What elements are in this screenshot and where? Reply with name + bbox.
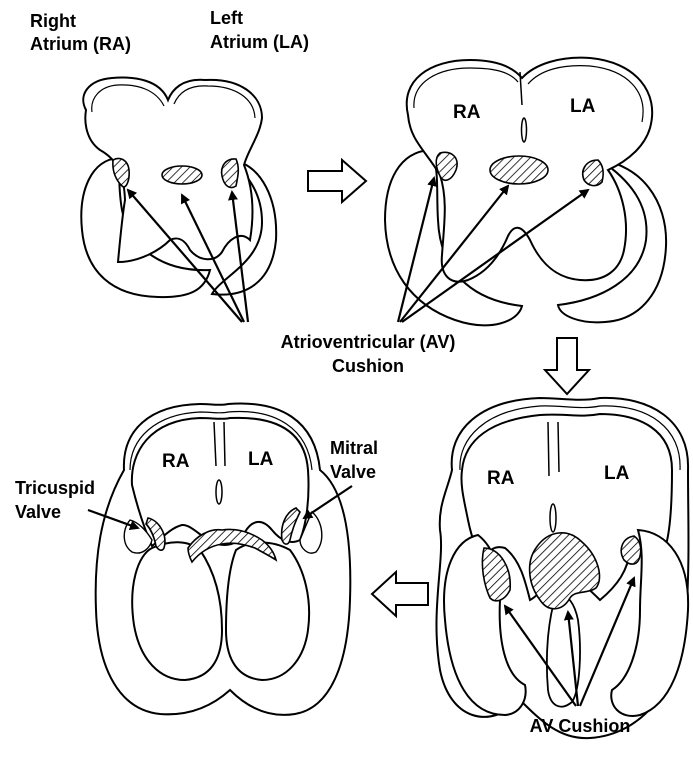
left-atrium-label-line2: Atrium (LA) (210, 32, 309, 52)
panel-4-heart (96, 404, 351, 715)
panel-1-cushion-center (162, 166, 202, 184)
tricuspid-label-line1: Tricuspid (15, 478, 95, 498)
panel-4-ra-label: RA (162, 451, 190, 472)
left-atrium-label-line1: Left (210, 8, 243, 28)
panel-2-cushion-center (490, 156, 548, 184)
av-cushion-label: AV Cushion (530, 716, 631, 736)
panel-2-heart (385, 58, 666, 326)
cushion-label-line1: Atrioventricular (AV) (281, 332, 456, 352)
arrow-left-icon (372, 572, 428, 616)
panel-1-heart (81, 78, 276, 298)
tricuspid-label-line2: Valve (15, 502, 61, 522)
mitral-label-line1: Mitral (330, 438, 378, 458)
panel-2-ra-label: RA (453, 102, 481, 123)
panel-4-la-label: LA (248, 449, 274, 470)
panel-1-cushion-right (222, 159, 239, 188)
panel-3-ra-label: RA (487, 468, 515, 489)
mitral-label-line2: Valve (330, 462, 376, 482)
arrow-right-icon (308, 160, 366, 202)
right-atrium-label-line2: Atrium (RA) (30, 34, 131, 54)
panel-2-la-label: LA (570, 96, 596, 117)
cushion-label-line2: Cushion (332, 356, 404, 376)
arrow-down-icon (545, 338, 589, 394)
panel-3-la-label: LA (604, 463, 630, 484)
panel-4-right-ventricle (226, 543, 309, 681)
right-atrium-label-line1: Right (30, 11, 76, 31)
